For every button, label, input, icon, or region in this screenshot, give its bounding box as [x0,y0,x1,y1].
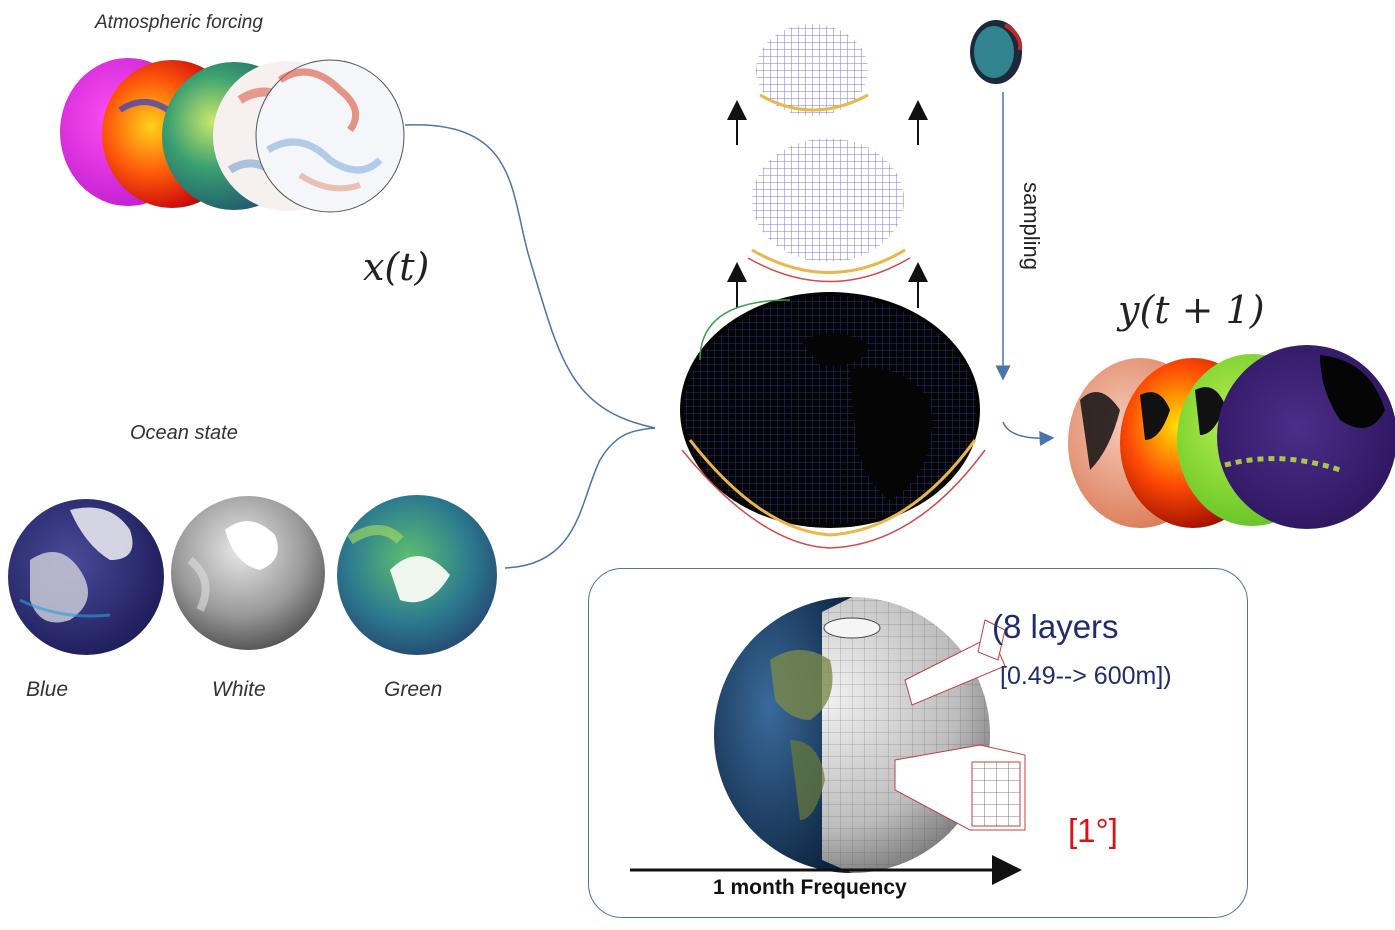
model-main-globe [680,292,986,549]
output-globes [1068,345,1395,529]
output-arrow [1002,421,1055,447]
layers-depth-range-label: [0.49--> 600m]) [1000,662,1172,690]
layers-count-label: (8 layers [992,608,1119,645]
ocean-globe-label-blue: Blue [26,678,69,701]
atmospheric-forcing-title: Atmospheric forcing [95,12,263,33]
input-connectors [404,124,656,569]
ocean-state-globes [8,495,497,655]
resolution-label: [1°] [1068,812,1118,849]
output-symbol: y(t + 1) [1118,288,1265,332]
upward-arrows [727,100,928,308]
ocean-state-title: Ocean state [130,422,238,444]
grid-detail-sphere [714,597,1026,873]
ocean-globe-label-white: White [212,678,266,701]
ocean-globe-label-green: Green [384,678,443,701]
input-symbol: x(t) [363,245,430,289]
sampling-label: sampling [1019,181,1044,271]
sampling-source-globe [970,20,1023,84]
frequency-label: 1 month Frequency [713,876,907,899]
grid-detail-panel [588,568,1248,918]
model-layer-globes [747,22,911,283]
atmospheric-forcing-globes [60,58,405,213]
